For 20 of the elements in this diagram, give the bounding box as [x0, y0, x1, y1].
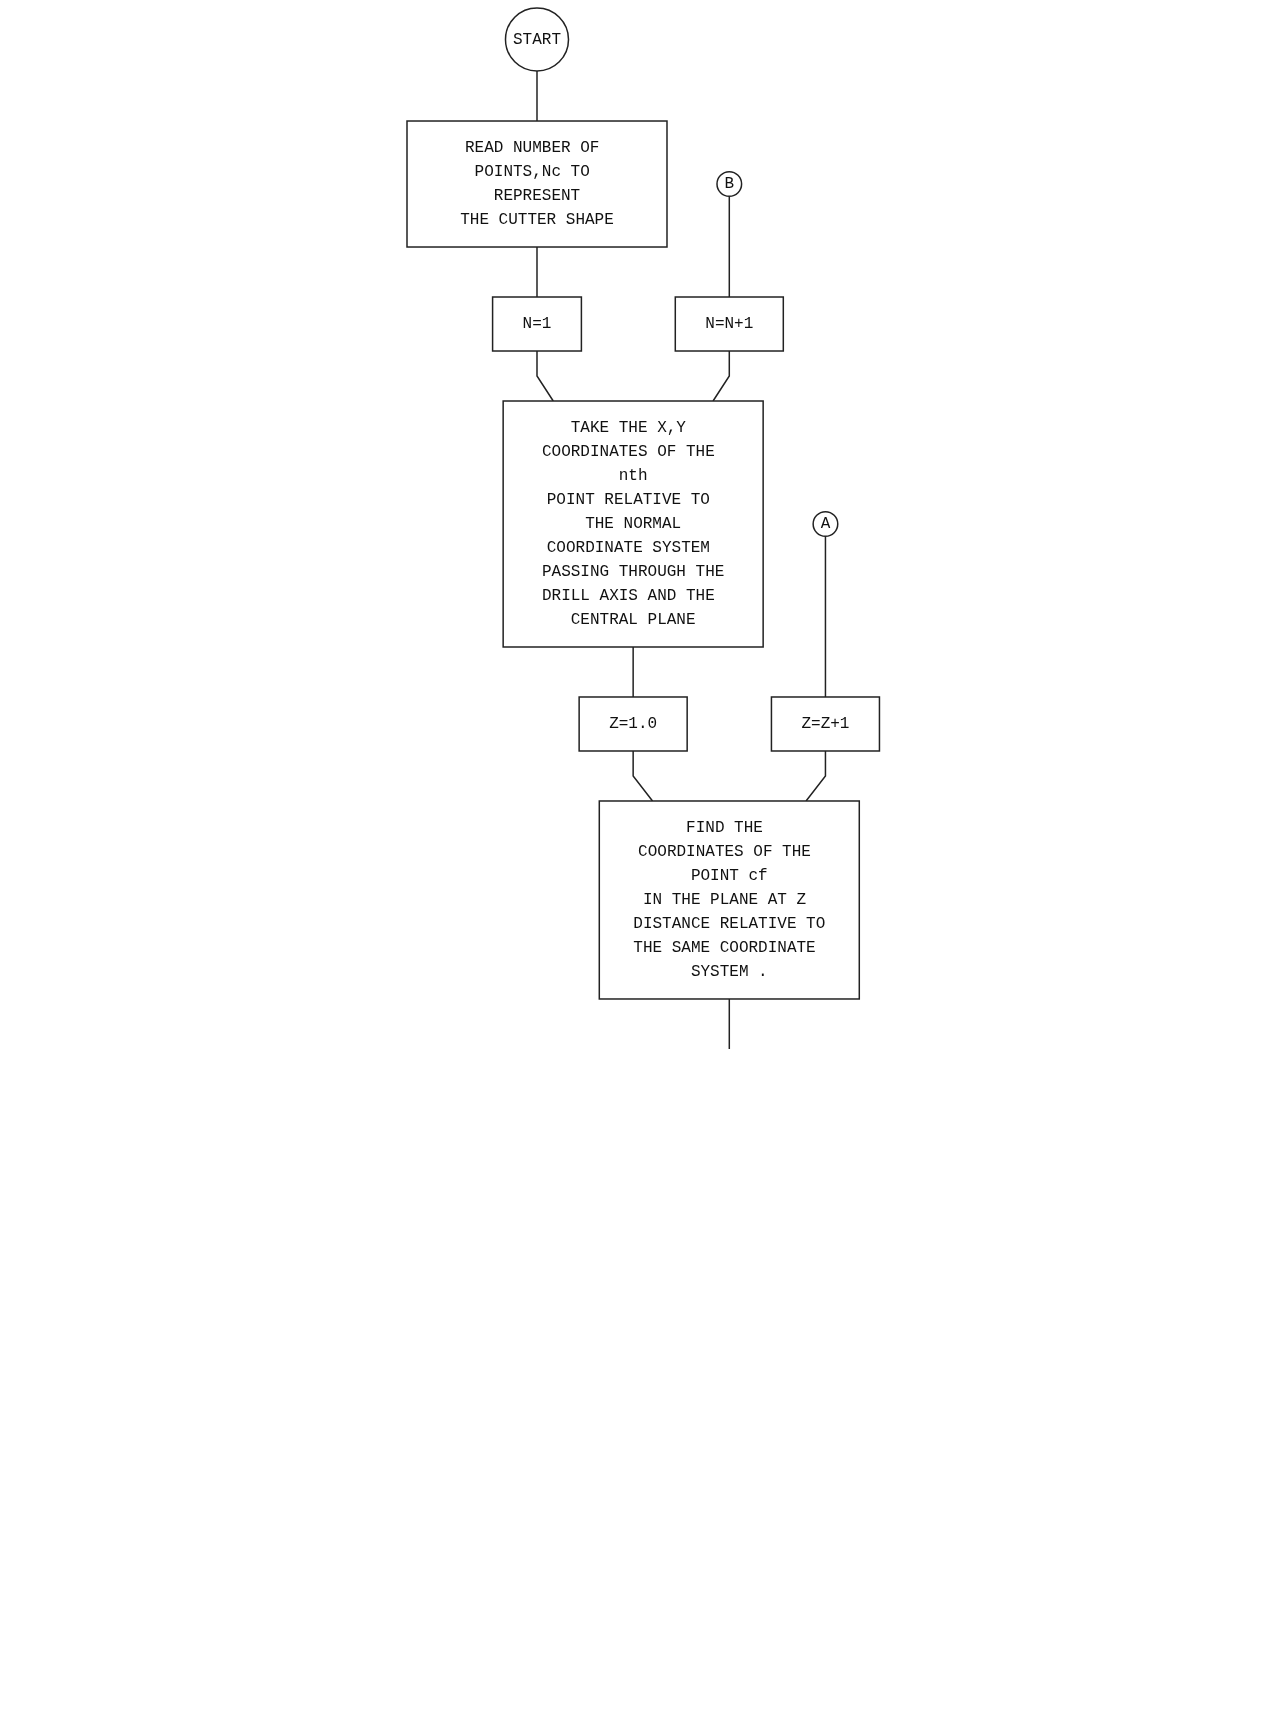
connector [728, 195, 731, 298]
node-box: Z=Z+1 [770, 696, 881, 752]
connector [536, 70, 538, 122]
connector [632, 646, 635, 698]
node-circle: A [812, 510, 839, 538]
node-circle: B [716, 170, 743, 198]
connector [536, 246, 538, 298]
connector [712, 350, 731, 402]
connector [536, 350, 555, 402]
node-box: READ NUMBER OF POINTS,Nc TO REPRESENT THE CUTTER SHAPE [406, 120, 668, 248]
node-circle: START [505, 7, 570, 72]
node-box: TAKE THE X,Y COORDINATES OF THE nth POINT RELATIVE TO THE NORMAL COORDINATE SYSTEM PASSING THROUGH THE DRILL AXIS AND THE CENTRAL PLANE [502, 400, 765, 648]
node-box: FIND THE COORDINATES OF THE POINT cf IN THE PLANE AT Z DISTANCE RELATIVE TO THE SAME COORDINATE SYSTEM . [598, 800, 861, 1000]
connector [805, 750, 827, 802]
connector [728, 998, 731, 1050]
node-box: N=N+1 [674, 296, 785, 352]
node-box: N=1 [492, 296, 583, 352]
connector [824, 535, 827, 698]
connector [632, 750, 654, 802]
node-box: Z=1.0 [578, 696, 689, 752]
